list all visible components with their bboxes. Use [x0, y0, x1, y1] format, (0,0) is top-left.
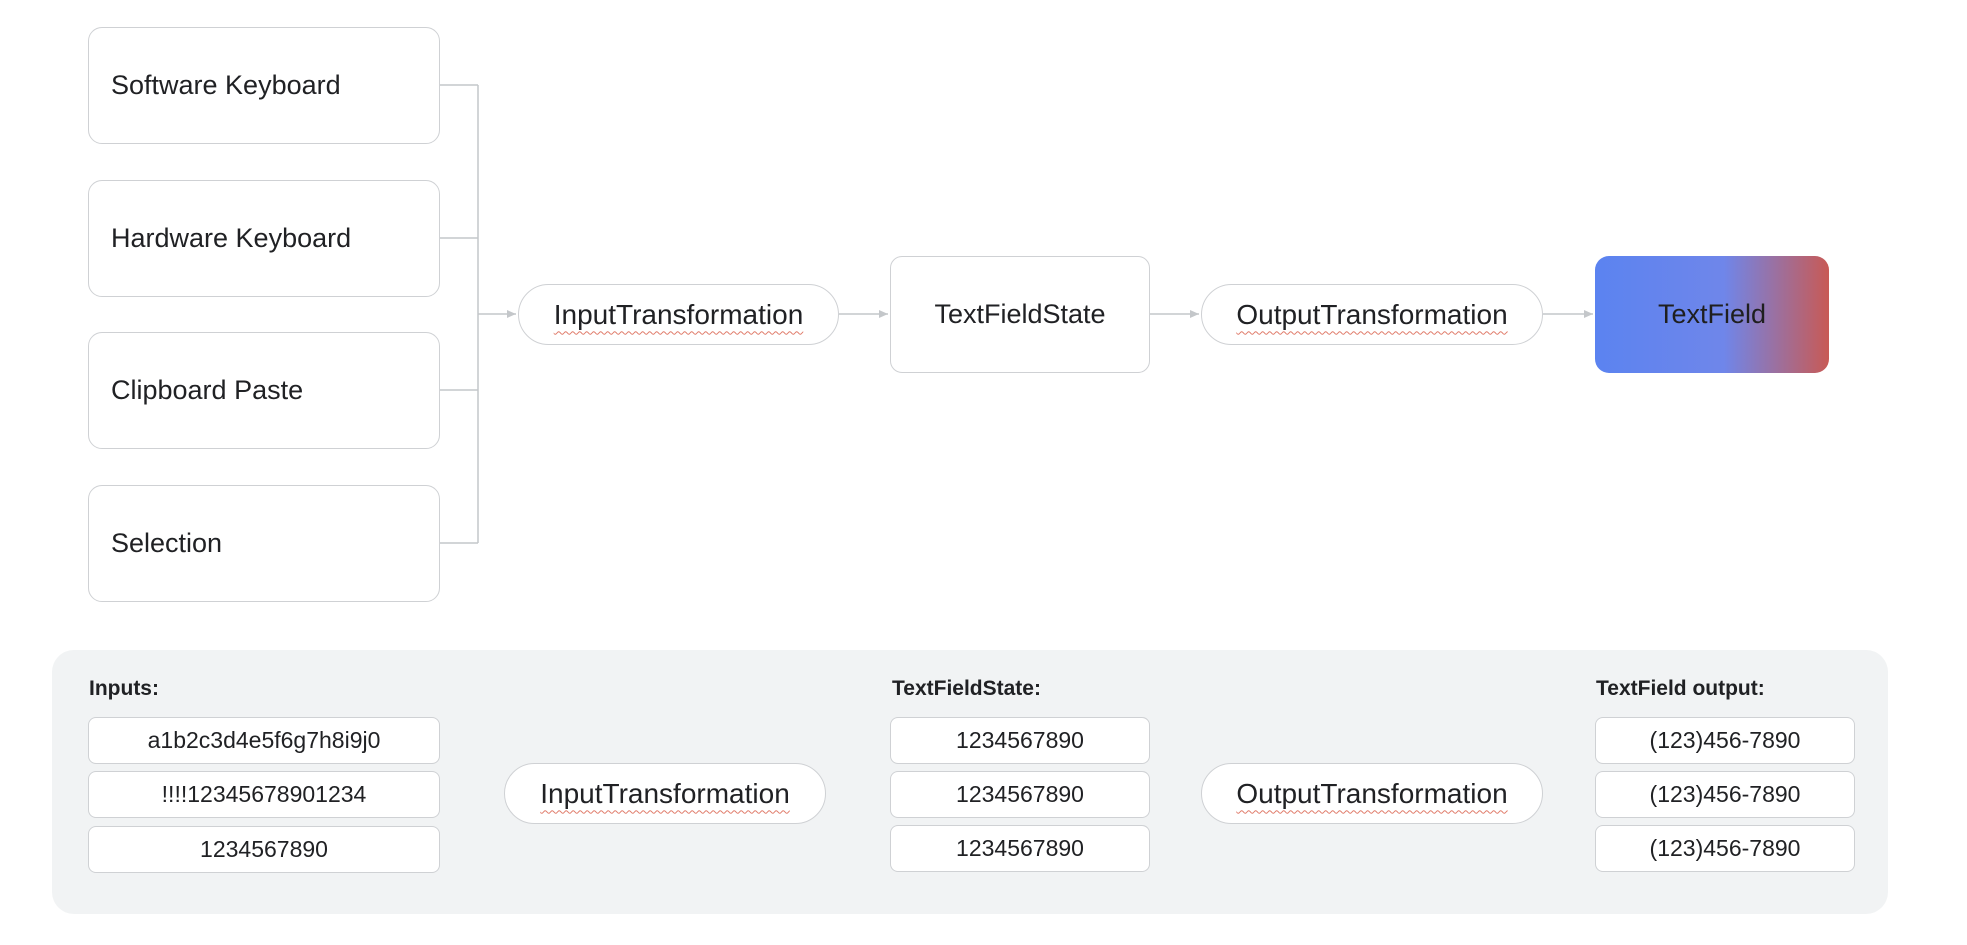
source-software-keyboard: Software Keyboard [88, 27, 440, 144]
source-label: Hardware Keyboard [111, 223, 352, 253]
source-hardware-keyboard: Hardware Keyboard [88, 180, 440, 297]
textfield-label: TextField [1657, 299, 1767, 329]
source-clipboard-paste: Clipboard Paste [88, 332, 440, 449]
output-transformation-node: OutputTransformation [1201, 284, 1543, 345]
textfieldstate-label: TextFieldState [934, 299, 1106, 329]
state-value-box: 1234567890 [890, 717, 1150, 764]
input-value-box: a1b2c3d4e5f6g7h8i9j0 [88, 717, 440, 764]
state-value-box: 1234567890 [890, 825, 1150, 872]
textfieldstate-node: TextFieldState [890, 256, 1150, 373]
output-value-box: (123)456-7890 [1595, 717, 1855, 764]
source-label: Software Keyboard [111, 70, 341, 100]
input-value-box: 1234567890 [88, 826, 440, 873]
source-label: Clipboard Paste [111, 375, 304, 405]
example-input-transformation-node: InputTransformation [504, 763, 826, 824]
example-output-transformation-label: OutputTransformation [1236, 777, 1508, 809]
input-transformation-node: InputTransformation [518, 284, 839, 345]
source-selection: Selection [88, 485, 440, 602]
input-transformation-label: InputTransformation [553, 298, 804, 330]
output-value-box: (123)456-7890 [1595, 771, 1855, 818]
example-output-transformation-node: OutputTransformation [1201, 763, 1543, 824]
output-value-box: (123)456-7890 [1595, 825, 1855, 872]
input-value-box: !!!!12345678901234 [88, 771, 440, 818]
inputs-label: Inputs: [89, 677, 159, 700]
example-input-transformation-label: InputTransformation [540, 777, 790, 809]
textfield-node: TextField [1595, 256, 1829, 373]
state-value-box: 1234567890 [890, 771, 1150, 818]
output-label: TextField output: [1596, 677, 1765, 700]
state-label: TextFieldState: [892, 677, 1041, 700]
source-label: Selection [111, 528, 223, 558]
output-transformation-label: OutputTransformation [1236, 298, 1508, 330]
